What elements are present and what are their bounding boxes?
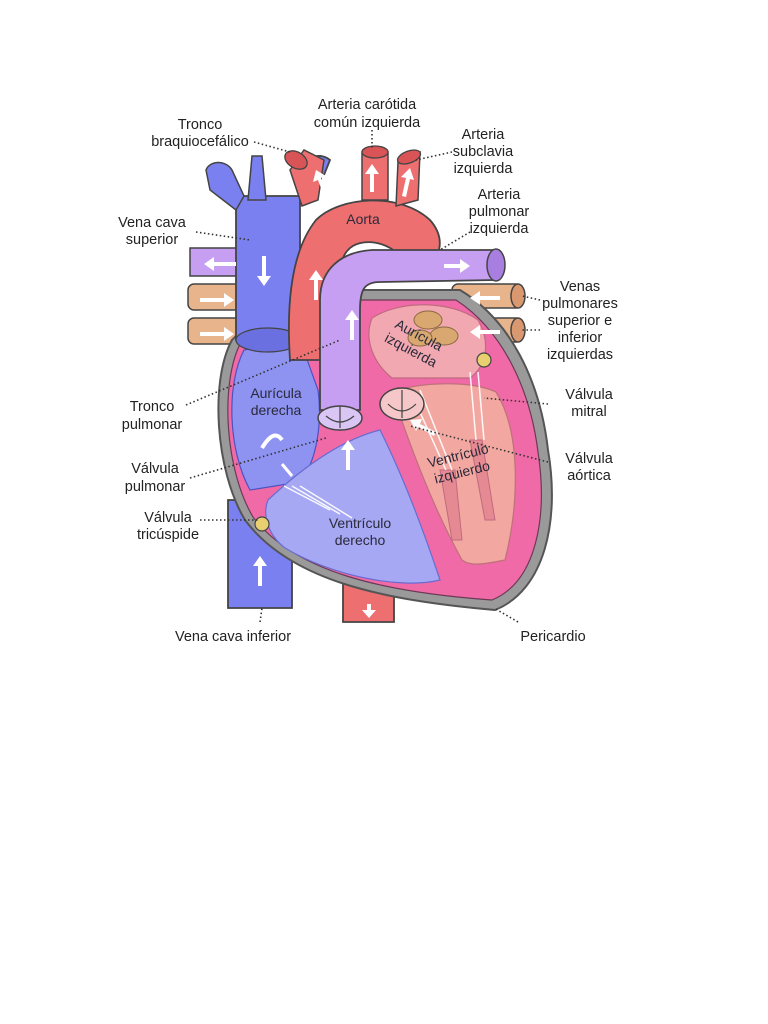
papillary-muscles-left: [439, 439, 496, 541]
svg-text:mitral: mitral: [571, 404, 606, 420]
svg-text:pulmonar: pulmonar: [125, 479, 186, 495]
svg-text:tricúspide: tricúspide: [137, 527, 199, 543]
svg-text:subclavia: subclavia: [453, 144, 514, 160]
label-arteria-pulmonar: Arteria pulmonar izquierda: [469, 187, 530, 237]
label-tronco-braquiocefalico: Tronco braquiocefálico: [151, 117, 249, 150]
svg-text:Arteria: Arteria: [478, 187, 522, 203]
label-arteria-subclavia: Arteria subclavia izquierda: [453, 127, 514, 177]
right-ventricle: [265, 429, 441, 584]
svg-text:Válvula: Válvula: [565, 451, 613, 467]
label-tronco-pulmonar: Tronco pulmonar: [122, 399, 183, 433]
svg-text:Válvula: Válvula: [144, 510, 192, 526]
flow-arrows: [200, 164, 500, 618]
svg-text:Ventrículo: Ventrículo: [329, 515, 391, 531]
svg-text:izquierda: izquierda: [470, 221, 530, 237]
svg-text:Venas: Venas: [560, 279, 600, 295]
label-ventriculo-izquierdo: Ventrículo izquierdo: [426, 440, 492, 486]
svg-text:Vena cava: Vena cava: [118, 215, 187, 231]
label-valvula-pulmonar: Válvula pulmonar: [125, 461, 186, 495]
svg-text:pulmonar: pulmonar: [122, 417, 183, 433]
label-valvula-aortica: Válvula aórtica: [565, 451, 613, 484]
svg-text:pulmonar: pulmonar: [469, 204, 530, 220]
svg-text:Arteria carótida: Arteria carótida: [318, 97, 417, 113]
left-pulmonary-artery-end: [486, 248, 506, 282]
svg-text:derecho: derecho: [335, 532, 386, 548]
svg-text:común izquierda: común izquierda: [314, 115, 421, 131]
label-venas-pulmonares: Venas pulmonares superior e inferior izq…: [542, 279, 618, 363]
svg-text:Aurícula: Aurícula: [250, 385, 302, 401]
label-ventriculo-derecho: Ventrículo derecho: [329, 515, 391, 548]
label-valvula-tricuspide: Válvula tricúspide: [137, 510, 199, 543]
svg-text:superior: superior: [126, 232, 179, 248]
pulmonary-vein-openings: [407, 310, 459, 347]
svg-text:Tronco: Tronco: [178, 117, 223, 133]
svg-text:Válvula: Válvula: [565, 387, 613, 403]
label-aorta: Aorta: [346, 211, 380, 227]
brachiocephalic-vein: [205, 161, 245, 212]
cardiac-nodes: [254, 352, 492, 532]
label-valvula-mitral: Válvula mitral: [565, 387, 613, 420]
svg-text:pulmonares: pulmonares: [542, 296, 618, 312]
heart-graphic: [187, 145, 553, 623]
svg-text:Válvula: Válvula: [131, 461, 179, 477]
svg-text:Arteria: Arteria: [462, 127, 506, 143]
brachiocephalic-vein-right: [247, 155, 267, 201]
svg-text:izquierdas: izquierdas: [547, 347, 613, 363]
label-vena-cava-inferior: Vena cava inferior: [175, 629, 291, 645]
svg-text:Tronco: Tronco: [130, 399, 175, 415]
svg-text:superior e: superior e: [548, 313, 612, 329]
svg-text:derecha: derecha: [251, 402, 302, 418]
svg-text:aórtica: aórtica: [567, 468, 611, 484]
aortic-branches: [284, 145, 422, 207]
svg-text:inferior: inferior: [558, 330, 602, 346]
svg-text:izquierda: izquierda: [454, 161, 514, 177]
svg-text:braquiocefálico: braquiocefálico: [151, 134, 249, 150]
aortic-valve: [379, 387, 425, 421]
label-auricula-derecha: Aurícula derecha: [250, 385, 302, 418]
pulmonary-valve: [317, 405, 363, 431]
label-pericardio: Pericardio: [520, 629, 585, 645]
label-arteria-carotida: Arteria carótida común izquierda: [314, 97, 421, 131]
label-vena-cava-superior: Vena cava superior: [118, 215, 187, 248]
leader-lines: [185, 130, 549, 623]
